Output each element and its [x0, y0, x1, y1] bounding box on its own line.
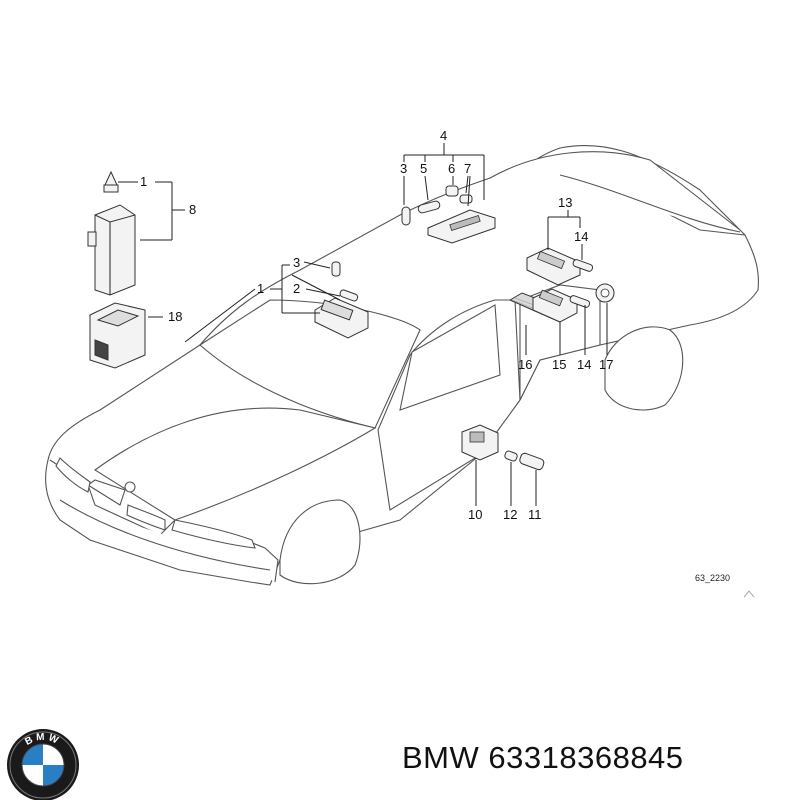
reference-arrow-icon	[743, 590, 755, 598]
reference-code: 63_2230	[695, 573, 730, 583]
brand-name: BMW	[402, 740, 480, 775]
callout-8: 8	[189, 202, 196, 217]
part-caption: BMW 63318368845	[402, 740, 684, 776]
callout-17: 17	[599, 357, 613, 372]
part-3-bulb-left	[331, 261, 341, 277]
car-outline	[45, 144, 759, 586]
callout-3-top: 3	[400, 161, 407, 176]
part-8-flashlight	[94, 204, 136, 296]
part-9-base	[103, 184, 119, 193]
callout-16: 16	[518, 357, 532, 372]
callout-3-left: 3	[293, 255, 300, 270]
callout-7: 7	[464, 161, 471, 176]
part-2-festoon	[339, 289, 359, 302]
part-number: 63318368845	[488, 740, 684, 775]
callout-5: 5	[420, 161, 427, 176]
callouts: 1 8 18 1 2 3 4 3 5 6 7 13 14 16 15 14 17…	[140, 128, 755, 598]
callout-14-top: 14	[574, 229, 588, 244]
callout-10: 10	[468, 507, 482, 522]
callout-11: 11	[528, 507, 542, 522]
part-7-bulb	[459, 194, 473, 204]
callout-18: 18	[168, 309, 182, 324]
part-11-bulb	[519, 452, 545, 471]
callout-14-lower: 14	[577, 357, 591, 372]
callout-2: 2	[293, 281, 300, 296]
callout-12: 12	[503, 507, 517, 522]
part-3-bulb-top	[401, 206, 411, 226]
callout-6: 6	[448, 161, 455, 176]
svg-text:BMW: BMW	[23, 732, 62, 748]
callout-4: 4	[440, 128, 447, 143]
part-9-bulb	[104, 170, 118, 186]
part-14-festoon-top	[572, 259, 594, 272]
part-5-festoon	[417, 200, 441, 214]
callout-15: 15	[552, 357, 566, 372]
part-10-door-light	[461, 424, 499, 461]
callout-9: 1	[140, 174, 147, 189]
part-14-festoon-lower	[569, 295, 591, 308]
callout-13: 13	[558, 195, 572, 210]
part-12-bulb	[504, 450, 518, 462]
leader-lines	[118, 143, 608, 506]
part-6-bulb	[445, 185, 459, 197]
parts	[87, 170, 615, 471]
callout-1: 1	[257, 281, 264, 296]
bmw-logo-icon: BMW	[7, 729, 79, 800]
